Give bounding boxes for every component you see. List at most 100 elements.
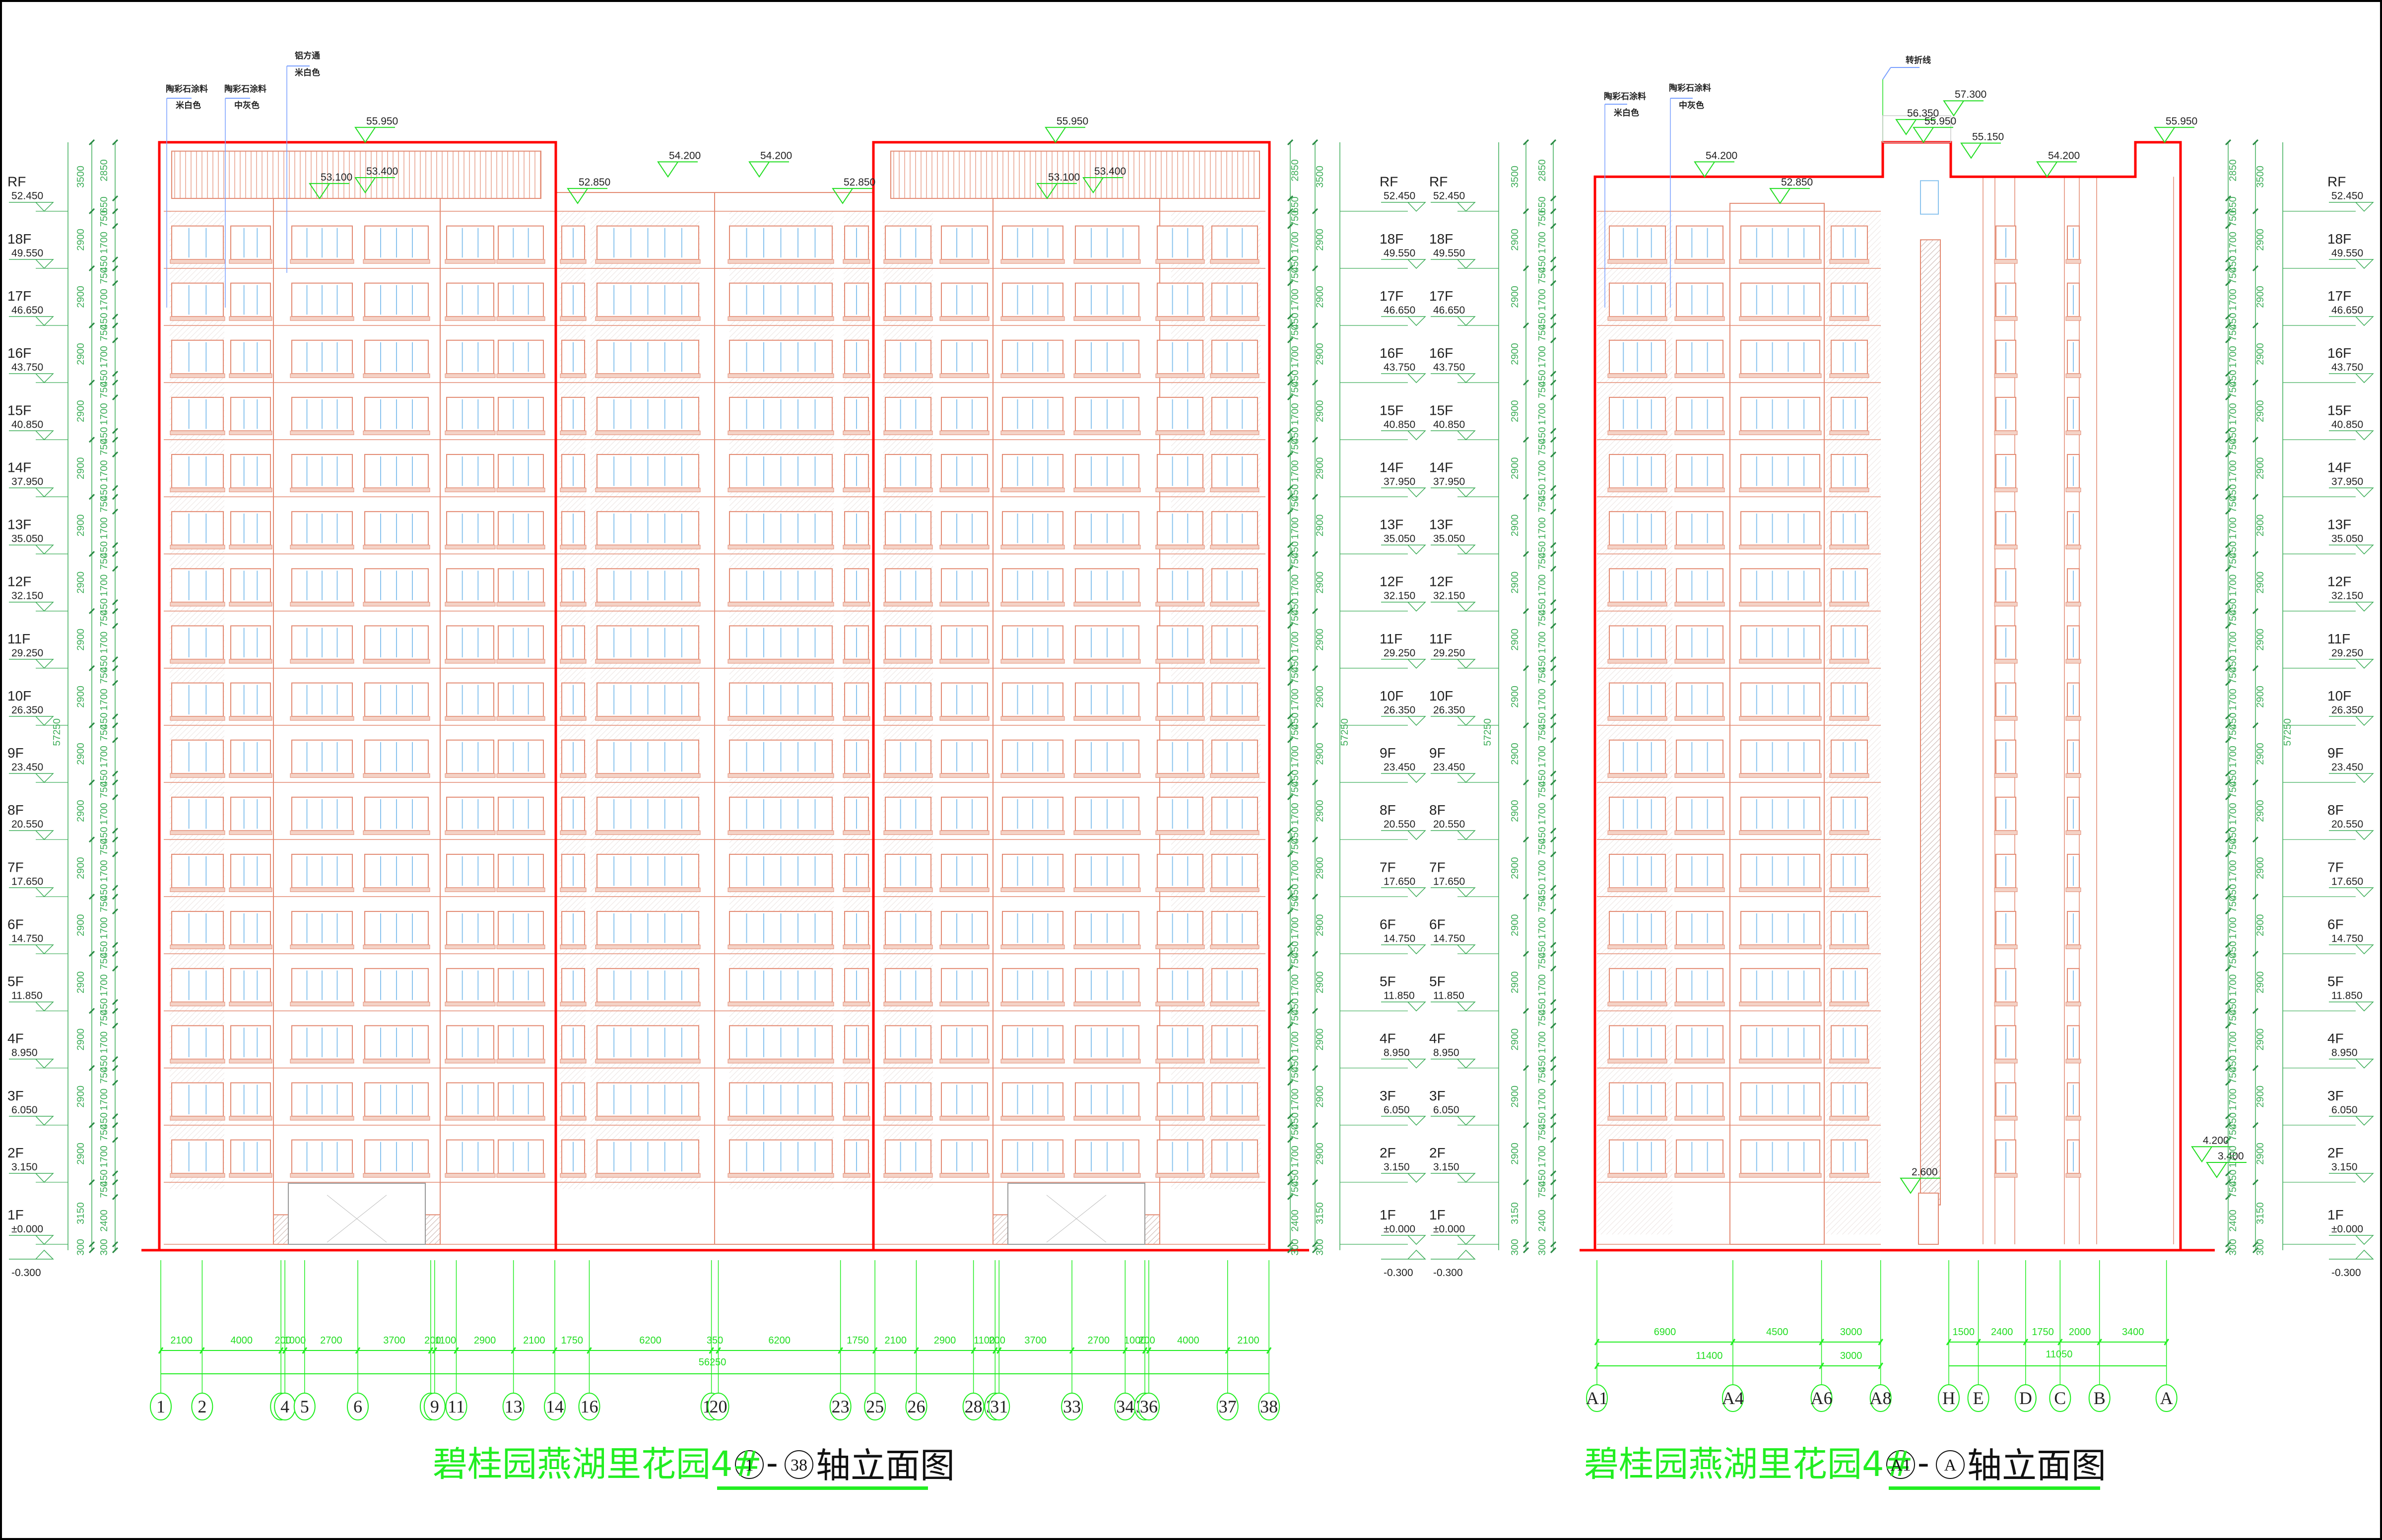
balcony-rail — [1155, 773, 1205, 778]
level-elevation: 32.150 — [1384, 590, 1415, 602]
vertical-dimension: 2900 — [75, 914, 86, 937]
window — [1157, 568, 1203, 603]
dimension-tick — [1550, 1023, 1557, 1029]
balcony-rail — [1829, 1116, 1869, 1121]
axis-dimension: 1750 — [561, 1335, 583, 1346]
level-name: 11F — [1380, 631, 1402, 646]
window — [1211, 968, 1258, 1003]
axis-label: 37 — [1219, 1397, 1237, 1416]
window — [1831, 1139, 1868, 1174]
level-symbol — [9, 1235, 54, 1245]
balcony-rail — [1210, 887, 1259, 892]
balcony-rail — [883, 430, 933, 435]
balcony-rail — [363, 488, 430, 493]
vertical-dimension: 450 — [1290, 998, 1301, 1015]
vertical-dimension: 750 — [2228, 610, 2239, 627]
balcony-rail — [445, 1173, 496, 1178]
vertical-dimension: 1700 — [1537, 346, 1548, 368]
axis-label: 6 — [353, 1397, 362, 1416]
window — [1157, 454, 1203, 489]
vertical-dimension: 1700 — [2228, 803, 2239, 825]
axis-label: 14 — [546, 1397, 564, 1416]
balcony-rail — [363, 602, 430, 607]
dimension-tick — [1550, 656, 1557, 662]
dimension-tick — [1550, 1179, 1557, 1186]
window — [230, 1025, 271, 1060]
dimension-tick — [1287, 280, 1294, 286]
axis-label: A8 — [1870, 1388, 1892, 1408]
balcony-rail — [496, 830, 545, 835]
balcony-rail — [939, 1059, 990, 1064]
elevation-mark: 55.950 — [1924, 116, 1956, 127]
window — [230, 682, 271, 717]
vertical-dimension: 450 — [2228, 1112, 2239, 1129]
dimension-tick — [1522, 551, 1529, 557]
level-name: 12F — [2327, 574, 2351, 589]
level-name: 7F — [2327, 859, 2344, 875]
balcony-rail — [2065, 1002, 2081, 1007]
balcony-rail — [445, 1002, 496, 1007]
vertical-dimension: 2900 — [1315, 971, 1325, 994]
level-name: 6F — [1429, 916, 1446, 932]
axis-circle-icon — [1936, 1450, 1965, 1479]
vertical-dimension: 1700 — [1290, 803, 1301, 825]
elevation-mark: 4.200 — [2203, 1135, 2229, 1146]
balcony-rail — [229, 830, 272, 835]
axis-bubble — [1938, 1384, 1960, 1412]
dimension-tick — [2225, 779, 2232, 786]
level-elevation: 26.350 — [11, 705, 43, 716]
window — [941, 911, 988, 946]
dimension-tick — [112, 542, 119, 548]
dimension-tick — [1287, 139, 1294, 145]
balcony-rail — [1607, 1116, 1667, 1121]
vertical-dimension: 450 — [1537, 484, 1548, 501]
balcony-rail — [1829, 430, 1869, 435]
vertical-dimension: 2900 — [1315, 572, 1325, 594]
elevation-mark-symbol — [354, 127, 395, 143]
level-symbol — [1431, 944, 1476, 955]
vertical-dimension: 2900 — [2255, 400, 2266, 422]
window — [941, 853, 988, 889]
dimension-tick — [1287, 722, 1294, 728]
elevation-mark: 53.400 — [366, 166, 398, 177]
vertical-dimension: 1700 — [2228, 689, 2239, 711]
dimension-tick — [2225, 885, 2232, 891]
vertical-dimension: 2900 — [2255, 343, 2266, 365]
elevation-mark-symbol — [832, 188, 872, 204]
level-symbol — [1431, 601, 1476, 612]
level-name: 17F — [1380, 288, 1403, 304]
level-symbol — [1381, 1249, 1426, 1260]
window — [1676, 511, 1723, 546]
level-symbol — [2329, 259, 2374, 269]
vertical-dimension: 1700 — [1290, 917, 1301, 940]
note-leader — [1882, 67, 1891, 80]
vertical-dimension: 2900 — [1510, 686, 1521, 708]
vertical-dimension: 2900 — [2255, 1086, 2266, 1108]
window — [1211, 853, 1258, 889]
balcony-rail — [290, 1059, 354, 1064]
vertical-dimension: 450 — [2228, 827, 2239, 843]
level-symbol — [2329, 716, 2374, 726]
elevation-mark-symbol — [2154, 127, 2194, 143]
dimension-tick — [1550, 1241, 1557, 1248]
balcony-rail — [595, 659, 701, 664]
balcony-rail — [939, 259, 990, 264]
window — [885, 682, 931, 717]
balcony-rail — [560, 1173, 587, 1178]
vertical-dimension: 450 — [2228, 712, 2239, 729]
level-name: 17F — [2327, 288, 2351, 304]
vertical-dimension: 2900 — [2255, 686, 2266, 708]
window — [446, 796, 494, 832]
dimension-tick — [1287, 794, 1294, 800]
balcony-rail — [445, 659, 496, 664]
dimension-tick — [2225, 770, 2232, 777]
balcony-rail — [560, 887, 587, 892]
axis-bubble — [2155, 1384, 2178, 1412]
dimension-tick — [1550, 551, 1557, 557]
axis-label: 28 — [965, 1397, 983, 1416]
axis-dimension: 350 — [707, 1335, 723, 1346]
vertical-dimension: 450 — [2228, 427, 2239, 444]
balcony-rail — [595, 602, 701, 607]
level-symbol — [1381, 544, 1426, 555]
